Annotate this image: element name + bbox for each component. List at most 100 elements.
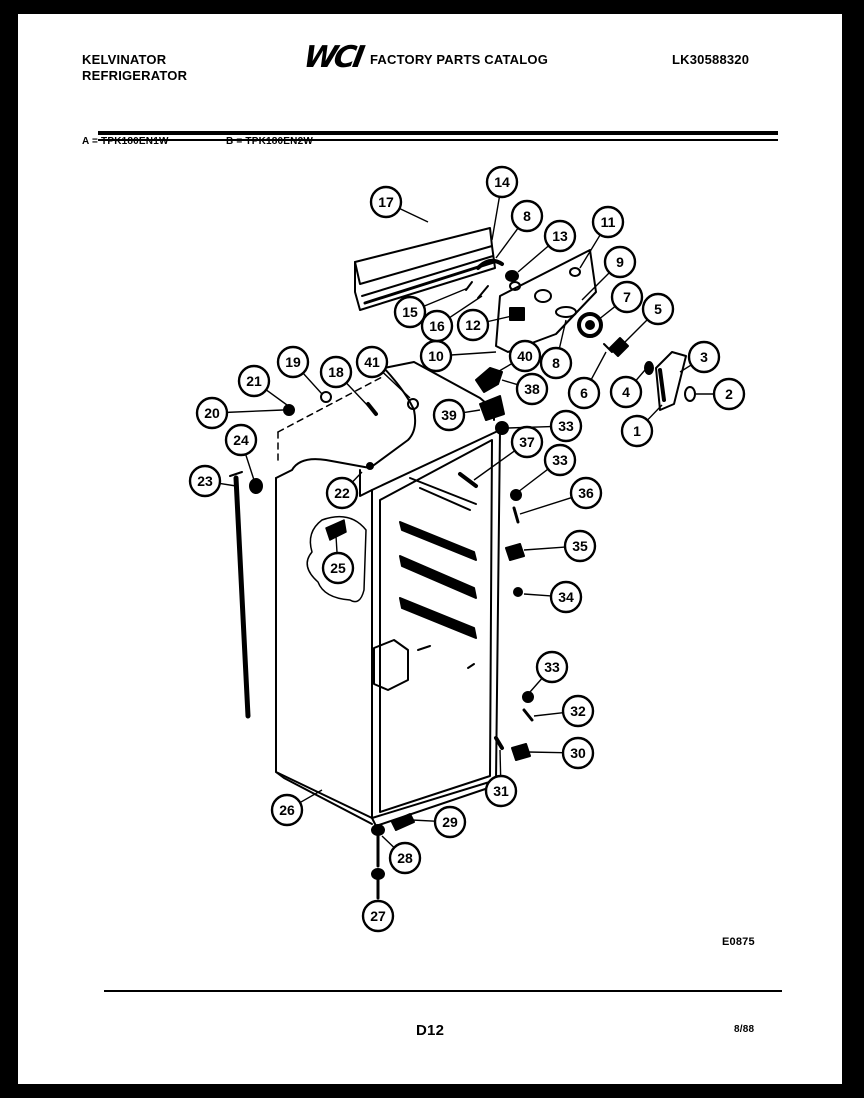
side-trim-strip xyxy=(229,471,263,719)
callout-circle xyxy=(620,414,654,448)
callout-leader-line xyxy=(351,471,363,483)
callout-circle xyxy=(543,443,577,477)
callout-leader-line xyxy=(517,468,549,493)
callout-leader-line xyxy=(449,295,483,319)
callout-leader-line xyxy=(623,319,648,344)
part-callout-7: 7 xyxy=(610,280,644,314)
switch-assembly xyxy=(644,351,696,411)
callout-number: 13 xyxy=(552,228,568,244)
callout-number: 36 xyxy=(578,485,594,501)
callout-number: 8 xyxy=(552,355,560,371)
callout-circle xyxy=(319,355,353,389)
callout-number: 32 xyxy=(570,703,586,719)
side-cutout xyxy=(306,515,367,603)
callout-leader-line xyxy=(495,227,519,259)
callout-circle xyxy=(433,805,467,839)
part-callout-23: 23 xyxy=(188,464,222,498)
callout-number: 26 xyxy=(279,802,295,818)
callout-leader-line xyxy=(399,207,429,223)
callout-circle xyxy=(609,375,643,409)
callout-leader-line xyxy=(523,593,552,597)
callout-leader-line xyxy=(299,789,323,804)
part-callout-8: 8 xyxy=(539,346,573,380)
part-callout-16: 16 xyxy=(420,309,454,343)
callout-leader-line xyxy=(382,371,411,399)
callout-circle xyxy=(510,425,544,459)
part-callout-26: 26 xyxy=(270,793,304,827)
callout-circle xyxy=(420,309,454,343)
part-callout-18: 18 xyxy=(319,355,353,389)
callout-circle xyxy=(535,650,569,684)
top-hinge xyxy=(475,367,505,421)
callout-leader-line xyxy=(335,535,338,554)
callout-leader-line xyxy=(517,245,550,273)
callout-number: 19 xyxy=(285,354,301,370)
callout-leader-line xyxy=(646,404,663,421)
callout-circle xyxy=(567,376,601,410)
callout-number: 40 xyxy=(517,348,533,364)
panel-hardware xyxy=(465,258,521,299)
callout-number: 1 xyxy=(633,423,641,439)
callout-number: 33 xyxy=(552,452,568,468)
callout-circle xyxy=(549,409,583,443)
callout-leader-line xyxy=(411,819,436,822)
callout-number: 23 xyxy=(197,473,213,489)
part-callout-5: 5 xyxy=(641,292,675,326)
callout-circle xyxy=(456,308,490,342)
callout-leader-line xyxy=(590,351,607,381)
catalog-title: FACTORY PARTS CATALOG xyxy=(370,52,549,67)
callout-number: 27 xyxy=(370,908,386,924)
part-callout-33: 33 xyxy=(543,443,577,477)
callout-circle xyxy=(610,280,644,314)
part-callout-40: 40 xyxy=(508,339,542,373)
callout-leader-line xyxy=(679,364,692,373)
part-callout-20: 20 xyxy=(195,396,229,430)
part-callout-8: 8 xyxy=(510,199,544,233)
callout-circle xyxy=(712,377,746,411)
callout-leader-line xyxy=(597,305,616,321)
callout-circle xyxy=(485,165,519,199)
callout-leader-line xyxy=(635,369,646,382)
part-callout-12: 12 xyxy=(456,308,490,342)
callout-circle xyxy=(515,372,549,406)
callout-number: 14 xyxy=(494,174,510,190)
part-callout-15: 15 xyxy=(393,295,427,329)
callout-circle xyxy=(388,841,422,875)
callout-number: 18 xyxy=(328,364,344,380)
part-callout-11: 11 xyxy=(591,205,625,239)
callout-number: 34 xyxy=(558,589,574,605)
callout-number: 39 xyxy=(441,407,457,423)
callout-number: 31 xyxy=(493,783,509,799)
callout-leader-line xyxy=(579,234,601,269)
callout-circle xyxy=(270,793,304,827)
callout-circle xyxy=(591,205,625,239)
callout-leader-line xyxy=(581,272,610,301)
left-hardware xyxy=(283,391,419,470)
part-callout-35: 35 xyxy=(563,529,597,563)
part-callout-24: 24 xyxy=(224,423,258,457)
callout-number: 33 xyxy=(544,659,560,675)
right-hardware xyxy=(458,421,534,761)
callout-number: 20 xyxy=(204,405,220,421)
part-callout-41: 41 xyxy=(355,345,389,379)
callout-circle xyxy=(641,292,675,326)
callout-circle xyxy=(563,529,597,563)
callout-number: 21 xyxy=(246,373,262,389)
part-callout-38: 38 xyxy=(515,372,549,406)
part-callout-25: 25 xyxy=(321,551,355,585)
callout-leader-line xyxy=(244,454,255,481)
callout-leader-line xyxy=(491,196,501,241)
callout-number: 6 xyxy=(580,385,588,401)
footer-rule xyxy=(104,990,782,992)
callout-circle xyxy=(369,185,403,219)
callout-number: 30 xyxy=(570,745,586,761)
callout-number: 25 xyxy=(330,560,346,576)
callout-leader-line xyxy=(493,362,513,375)
callout-number: 9 xyxy=(616,254,624,270)
part-callout-2: 2 xyxy=(712,377,746,411)
callout-number: 35 xyxy=(572,538,588,554)
callout-leader-line xyxy=(473,450,516,481)
callout-circle xyxy=(539,346,573,380)
header-rule-thin xyxy=(98,139,778,141)
